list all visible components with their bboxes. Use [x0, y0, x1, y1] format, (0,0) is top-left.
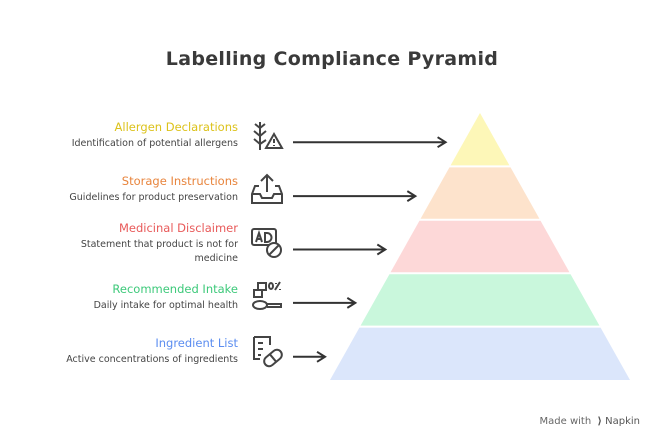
- wheat-warning-icon: [253, 122, 284, 150]
- level-heading: Medicinal Disclaimer: [118, 221, 238, 235]
- pyramid-layer-allergen: [450, 113, 510, 166]
- arrow-allergen: [293, 136, 448, 149]
- level-heading: Storage Instructions: [121, 174, 238, 188]
- pyramid-layer-medicinal: [390, 220, 570, 273]
- level-storage: Storage Instructions Guidelines for prod…: [0, 174, 238, 205]
- diagram-title: Labelling Compliance Pyramid: [165, 48, 499, 70]
- arrow-medicinal: [293, 243, 388, 256]
- napkin-logo-icon: ⟩: [597, 416, 602, 427]
- level-description: Guidelines for product preservation: [69, 192, 238, 203]
- level-description: Statement that product is not for medici…: [80, 239, 238, 264]
- level-heading: Allergen Declarations: [114, 120, 238, 134]
- inbox-upload-icon: [251, 173, 283, 204]
- level-intake: Recommended Intake Daily intake for opti…: [0, 282, 238, 313]
- level-medicinal: Medicinal Disclaimer Statement that prod…: [58, 221, 238, 266]
- level-heading: Recommended Intake: [112, 282, 238, 296]
- list-pill-icon: [253, 336, 283, 368]
- made-with-text: Made with: [539, 416, 592, 427]
- scoop-percent-icon: [252, 281, 282, 310]
- pyramid-layer-storage: [420, 167, 540, 219]
- level-heading: Ingredient List: [155, 336, 238, 350]
- pyramid-layer-intake: [360, 274, 600, 326]
- arrow-storage: [293, 190, 418, 202]
- footer-attribution: Made with ⟩ Napkin: [540, 416, 640, 427]
- level-description: Daily intake for optimal health: [93, 300, 238, 311]
- napkin-brand: Napkin: [605, 416, 640, 427]
- no-ad-icon: [251, 228, 282, 258]
- level-description: Active concentrations of ingredients: [66, 354, 238, 365]
- arrow-ingredient: [293, 350, 327, 363]
- level-ingredient: Ingredient List Active concentrations of…: [0, 336, 238, 367]
- pyramid-layer-ingredient: [330, 327, 630, 380]
- arrow-intake: [293, 297, 358, 309]
- level-allergen: Allergen Declarations Identification of …: [0, 120, 238, 151]
- level-description: Identification of potential allergens: [71, 138, 238, 149]
